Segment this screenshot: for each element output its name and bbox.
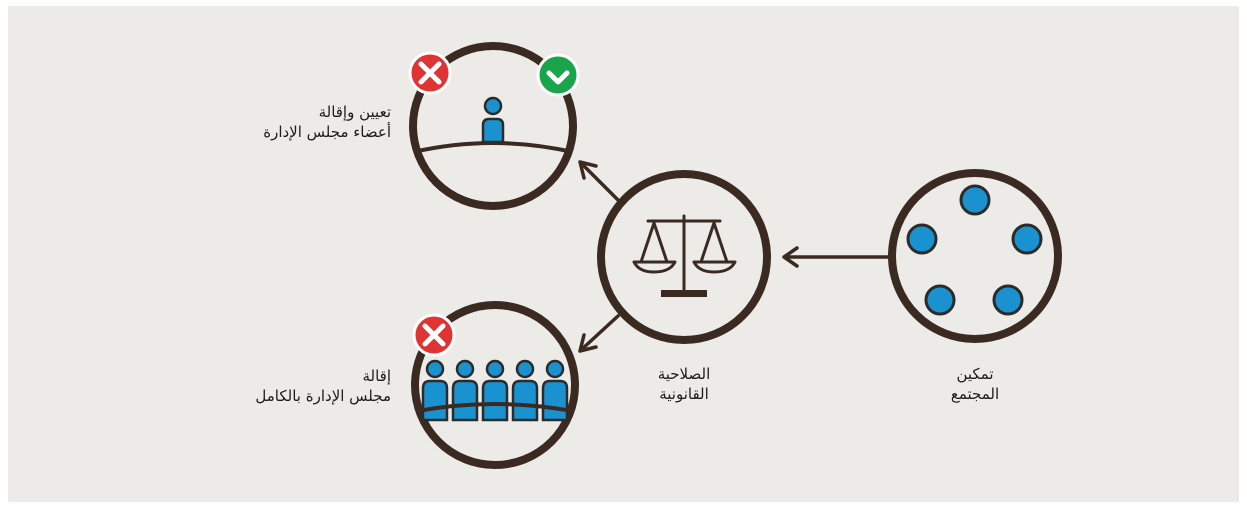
x-mark-icon (408, 51, 452, 95)
remove-board-label-line2: مجلس الإدارة بالكامل (255, 387, 391, 405)
arrow-community-to-legal (782, 246, 891, 268)
single-board-member-icon (481, 96, 505, 144)
appoint-remove-node (408, 42, 580, 210)
arrow-legal-to-appoint (578, 160, 620, 202)
x-mark-icon (412, 313, 456, 357)
community-label: تمكين المجتمع (915, 364, 1035, 404)
appoint-remove-label-line2: أعضاء مجلس الإدارة (263, 123, 391, 141)
arrow-legal-to-remove-board (578, 314, 620, 353)
full-board-members-icon (421, 359, 569, 422)
community-label-line2: المجتمع (950, 385, 1000, 403)
remove-board-node (411, 301, 579, 469)
community-label-line1: تمكين (956, 365, 994, 383)
connector-arrows (578, 160, 891, 353)
appoint-remove-label: تعيين وإقالة أعضاء مجلس الإدارة (263, 102, 391, 142)
legal-authority-node (597, 170, 771, 344)
community-node (888, 169, 1062, 343)
legal-authority-label: الصلاحية القانونية (624, 364, 744, 404)
scales-of-justice-icon (632, 214, 737, 297)
legal-authority-label-line1: الصلاحية (657, 365, 711, 383)
remove-board-label-line1: إقالة (362, 367, 391, 385)
legal-authority-label-line2: القانونية (659, 385, 709, 403)
check-mark-icon (536, 53, 580, 97)
remove-board-label: إقالة مجلس الإدارة بالكامل (255, 366, 391, 406)
community-dots-icon (906, 184, 1043, 316)
appoint-remove-label-line1: تعيين وإقالة (318, 103, 391, 121)
diagram-background (8, 6, 1239, 502)
